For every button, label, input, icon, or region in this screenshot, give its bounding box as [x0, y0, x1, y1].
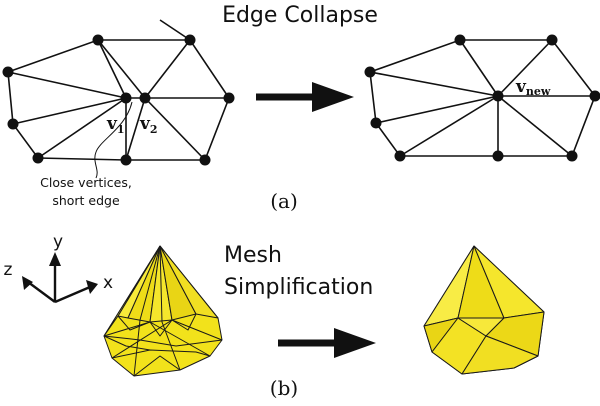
label-v1: v1	[106, 114, 125, 136]
annotation-leader	[94, 101, 133, 179]
axes-icon	[22, 252, 98, 304]
mesh-3d-simplified	[423, 245, 545, 375]
vertex-v2	[139, 92, 151, 104]
arrow-collapse	[256, 82, 354, 112]
mesh-3d-detailed	[103, 245, 223, 377]
axis-z-label: z	[4, 260, 13, 280]
vertex-vnew	[492, 90, 504, 102]
annotation-line-1: Close vertices,	[40, 175, 132, 190]
axis-y-label: y	[53, 232, 63, 252]
axis-x-label: x	[103, 273, 113, 293]
label-v2: v2	[139, 114, 158, 136]
mesh-before: v1 v2 Close vertices, short edge	[2, 19, 235, 208]
mesh-after-nodes	[364, 34, 600, 162]
vertex-v1	[120, 92, 132, 104]
mesh-before-nodes	[2, 34, 235, 166]
annotation-line-2: short edge	[52, 193, 120, 208]
caption-b: (b)	[270, 376, 298, 400]
mesh-after: vnew	[364, 34, 600, 162]
label-vnew: vnew	[515, 77, 551, 98]
mesh-before-edges	[7, 19, 230, 161]
mesh-after-edges	[369, 39, 596, 157]
caption-a: (a)	[270, 189, 298, 213]
figure-title: Edge Collapse	[222, 3, 378, 28]
arrow-simplify	[278, 328, 376, 358]
simplification-title-line-1: Mesh	[224, 243, 282, 268]
simplification-title-line-2: Simplification	[224, 275, 373, 300]
